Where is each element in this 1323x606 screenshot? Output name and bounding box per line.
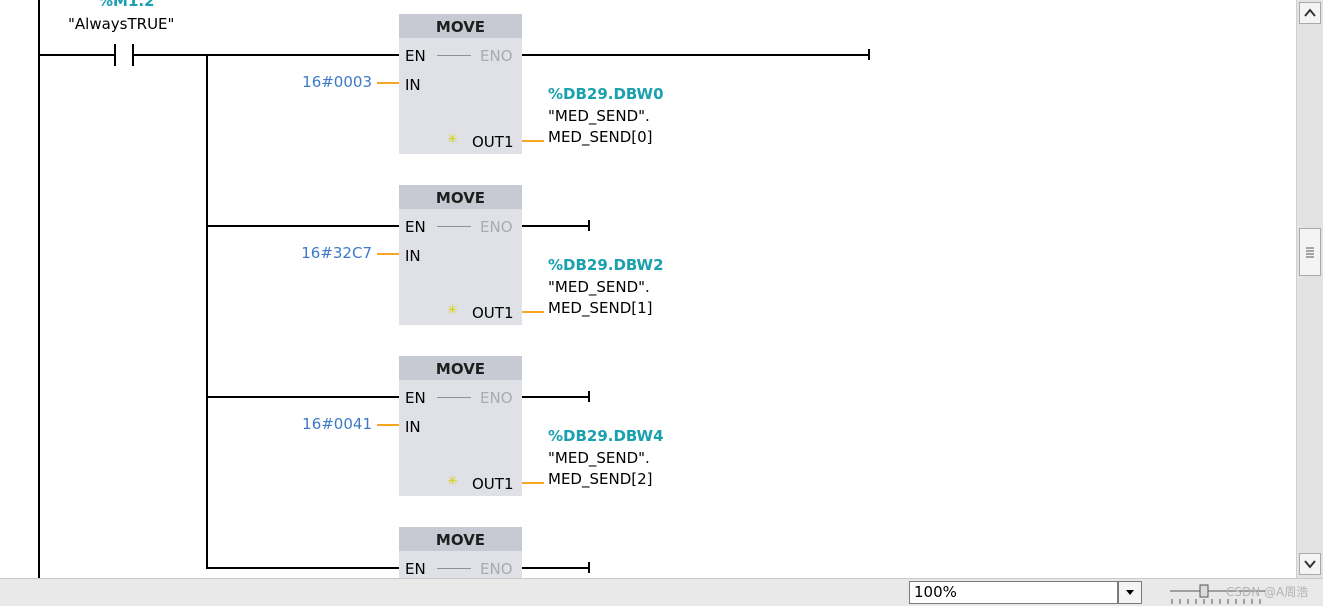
chevron-up-icon [1304, 8, 1316, 17]
in-pin: IN [405, 247, 421, 265]
sparkle-icon: ✳ [447, 303, 458, 318]
out-address: %DB29.DBW0 [548, 85, 664, 103]
in-pin: IN [405, 418, 421, 436]
wire-end [588, 562, 590, 573]
vertical-scrollbar[interactable] [1296, 0, 1323, 578]
out-tag-line1[interactable]: "MED_SEND". [548, 278, 650, 296]
zoom-dropdown-button[interactable] [1118, 581, 1142, 604]
zoom-slider-icon[interactable] [1168, 581, 1268, 605]
sparkle-icon: ✳ [447, 474, 458, 489]
branch-wire [208, 396, 399, 398]
eno-wire [522, 54, 870, 56]
eno-pin: ENO [480, 560, 513, 578]
dropdown-arrow-icon [1126, 590, 1134, 595]
scroll-thumb[interactable] [1299, 228, 1321, 276]
in-constant[interactable]: 16#32C7 [301, 244, 372, 262]
out-tag-line2[interactable]: MED_SEND[0] [548, 128, 653, 146]
block-title: MOVE [399, 527, 522, 551]
out-pin: OUT1 [472, 475, 514, 493]
out-tag-line1[interactable]: "MED_SEND". [548, 107, 650, 125]
in-constant[interactable]: 16#0003 [302, 73, 372, 91]
eno-wire [522, 396, 590, 398]
en-pin: EN [405, 389, 426, 407]
rung-wire [134, 54, 399, 56]
move-block[interactable]: MOVE EN ENO IN ✳ OUT1 [399, 185, 522, 325]
wire-end [588, 220, 590, 231]
contact-tag: "AlwaysTRUE" [68, 15, 175, 33]
move-block[interactable]: MOVE EN ENO IN ✳ OUT1 [399, 356, 522, 496]
contact-address: %M1.2 [98, 0, 155, 10]
out-pin: OUT1 [472, 133, 514, 151]
block-title: MOVE [399, 14, 522, 38]
en-pin: EN [405, 560, 426, 578]
out-address: %DB29.DBW4 [548, 427, 664, 445]
scroll-up-button[interactable] [1299, 2, 1321, 24]
move-block[interactable]: MOVE EN ENO IN ✳ OUT1 [399, 14, 522, 154]
power-rail [38, 0, 40, 578]
in-pin: IN [405, 76, 421, 94]
grip-icon [1306, 247, 1314, 258]
move-block[interactable]: MOVE EN ENO [399, 527, 522, 578]
branch-bus [206, 54, 208, 569]
rung-wire [40, 54, 114, 56]
zoom-select[interactable]: 100% [909, 581, 1118, 604]
out-pin: OUT1 [472, 304, 514, 322]
out-address: %DB29.DBW2 [548, 256, 664, 274]
contact-symbol[interactable] [114, 44, 136, 66]
en-pin: EN [405, 47, 426, 65]
eno-pin: ENO [480, 218, 513, 236]
branch-wire [208, 225, 399, 227]
block-title: MOVE [399, 185, 522, 209]
wire-end [588, 391, 590, 402]
wire-end [868, 49, 870, 60]
out-tag-line2[interactable]: MED_SEND[2] [548, 470, 653, 488]
eno-pin: ENO [480, 389, 513, 407]
ladder-network-canvas[interactable]: %M1.2 "AlwaysTRUE" MOVE EN ENO IN ✳ OUT1… [0, 0, 1296, 578]
in-constant[interactable]: 16#0041 [302, 415, 372, 433]
eno-pin: ENO [480, 47, 513, 65]
block-title: MOVE [399, 356, 522, 380]
branch-wire [208, 567, 399, 569]
status-bar: 100% CSDN @A周浩 [0, 578, 1323, 606]
en-pin: EN [405, 218, 426, 236]
eno-wire [522, 225, 590, 227]
eno-wire [522, 567, 590, 569]
out-tag-line1[interactable]: "MED_SEND". [548, 449, 650, 467]
scroll-down-button[interactable] [1299, 553, 1321, 575]
sparkle-icon: ✳ [447, 132, 458, 147]
out-tag-line2[interactable]: MED_SEND[1] [548, 299, 653, 317]
chevron-down-icon [1304, 560, 1316, 569]
watermark: CSDN @A周浩 [1226, 585, 1309, 599]
